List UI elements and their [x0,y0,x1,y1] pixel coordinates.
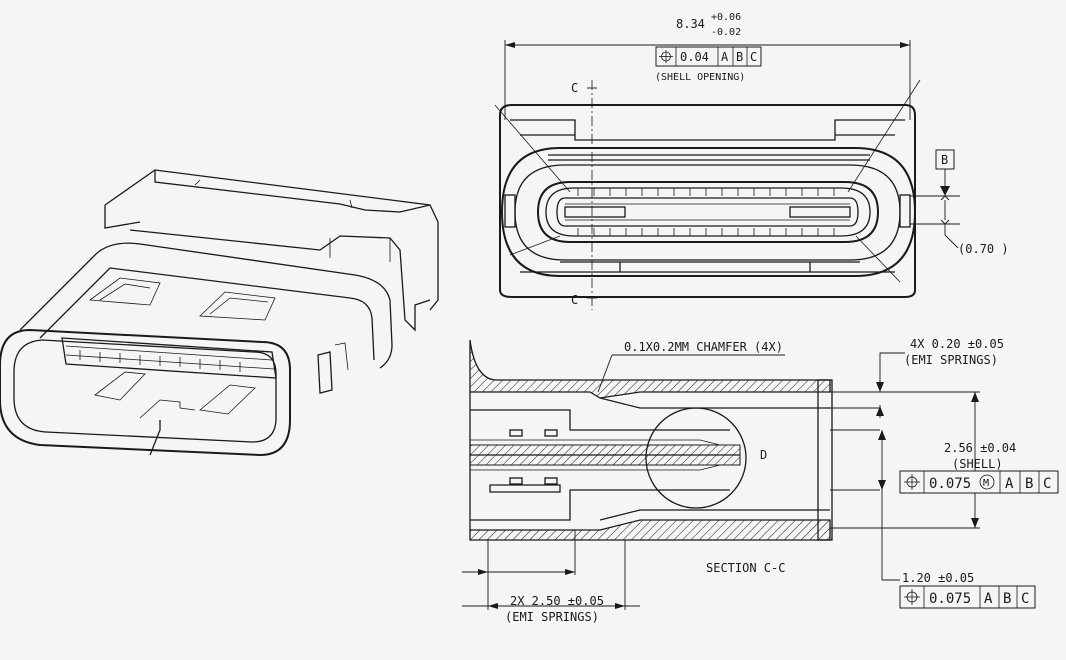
section-view: D 0.1X0.2MM CHAMFER (4X) 4X 0.20 ±0.05 (… [462,337,1059,624]
shell-dim: 2.56 ±0.04 [944,441,1016,455]
fcf-shell-value: 0.075 [929,476,971,492]
width-tol-plus: +0.06 [711,12,741,23]
position-icon [904,474,920,490]
fcf-shell-datum-c: C [1043,476,1051,492]
fcf-shell-datum-a: A [1005,476,1014,492]
fcf-datum-c: C [750,50,757,64]
dim-120: 1.20 ±0.05 [902,571,974,585]
emi-top-line2: (EMI SPRINGS) [904,353,998,367]
emi-bottom-line2: (EMI SPRINGS) [505,610,599,624]
fcf-120: 0.075 A B C [899,585,1036,609]
fcf-shell-opening: 0.04 A B C [655,46,762,67]
section-marker-top: C [571,81,578,95]
position-icon [659,50,673,63]
fcf-shell-datum-b: B [1025,476,1033,492]
shell-note: (SHELL) [952,457,1003,471]
isometric-connector-view [0,169,439,457]
section-title: SECTION C-C [706,561,785,575]
fcf-datum-a: A [721,50,729,64]
section-marker-bottom: C [571,293,578,307]
fcf-120-datum-b: B [1003,591,1011,607]
fcf-120-datum-c: C [1021,591,1029,607]
emi-top-line1: 4X 0.20 ±0.05 [910,337,1004,351]
fcf-shell-modifier: M [983,478,989,489]
fcf-value: 0.04 [680,50,709,64]
width-nominal: 8.34 [676,17,705,31]
dim-070: (0.70 ) [958,242,1009,256]
shell-opening-note: (SHELL OPENING) [655,72,745,83]
fcf-datum-b: B [736,50,743,64]
width-tol-minus: -0.02 [711,27,741,38]
chamfer-note: 0.1X0.2MM CHAMFER (4X) [624,340,783,354]
detail-d-circle [645,407,747,509]
position-icon [904,589,920,605]
top-view: 8.34 +0.06 -0.02 0.04 A B C (SHELL OPENI… [494,12,1009,310]
mmc-modifier-icon [979,474,995,490]
fcf-shell: 0.075 M A B C [899,470,1059,494]
detail-d-label: D [760,448,767,462]
datum-b-label: B [941,153,948,167]
fcf-120-value: 0.075 [929,591,971,607]
emi-bottom-line1: 2X 2.50 ±0.05 [510,594,604,608]
fcf-120-datum-a: A [984,591,993,607]
